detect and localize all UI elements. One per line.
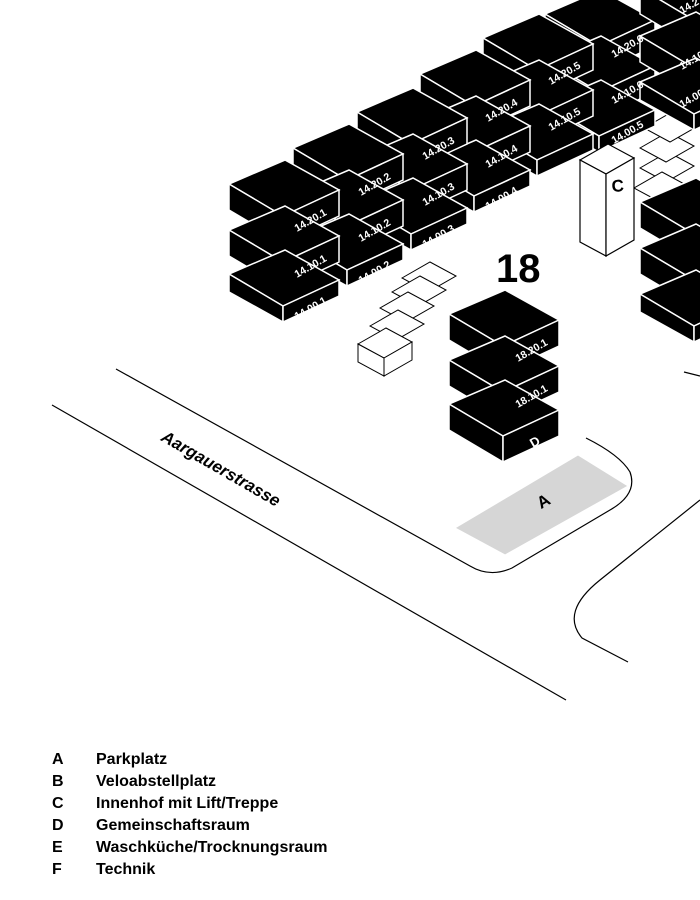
lift-tower-c [578,143,636,258]
legend-row-d: D Gemeinschaftsraum [52,815,327,837]
parking-area-a [453,454,629,556]
marker-c: C [611,176,625,196]
legend-row-e: E Waschküche/Trocknungsraum [52,837,327,859]
legend-key: B [52,773,64,790]
site-map: A Aargauerstrasse [51,0,700,701]
legend-label: Technik [96,861,156,878]
room-f: F [562,162,574,176]
legend-key: E [52,839,63,856]
legend-label: Gemeinschaftsraum [96,817,250,834]
legend-key: C [52,795,64,812]
legend-label: Innenhof mit Lift/Treppe [96,795,279,812]
legend-key: D [52,817,64,834]
block-right-lower [639,269,700,343]
legend-label: Waschküche/Trocknungsraum [96,839,328,856]
legend-key: A [52,751,64,768]
legend: A Parkplatz B Veloabstellplatz C Innenho… [52,749,327,881]
legend-row-c: C Innenhof mit Lift/Treppe [52,793,327,815]
legend-row-b: B Veloabstellplatz [52,771,327,793]
legend-row-f: F Technik [52,859,327,881]
legend-label: Parkplatz [96,751,168,768]
street-lines [51,368,700,701]
building-number: 18 [496,247,541,291]
legend-row-a: A Parkplatz [52,749,327,771]
street-label: Aargauerstrasse [157,427,284,511]
legend-key: F [52,861,62,878]
staircase [356,261,458,377]
legend-label: Veloabstellplatz [96,773,217,790]
